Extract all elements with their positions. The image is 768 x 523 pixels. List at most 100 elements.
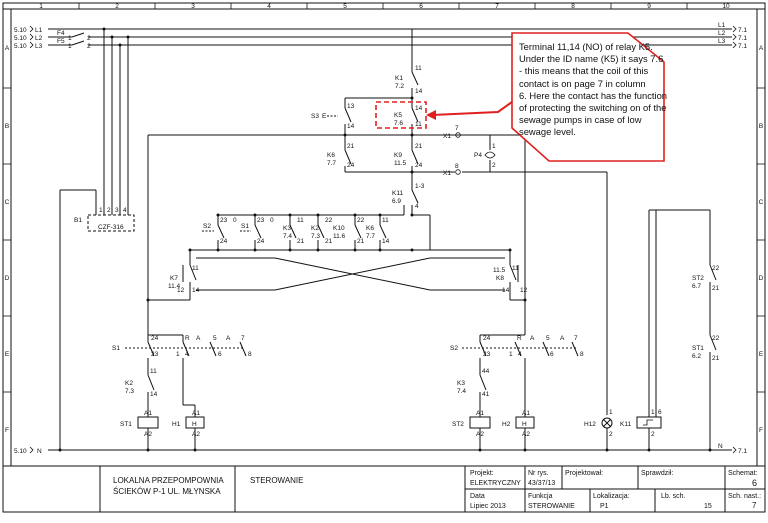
- row-label: B: [759, 123, 763, 130]
- svg-text:11: 11: [192, 265, 199, 272]
- svg-text:K9: K9: [394, 152, 402, 159]
- row-label: A: [5, 45, 10, 52]
- svg-text:H: H: [522, 421, 527, 428]
- svg-text:3: 3: [115, 207, 119, 214]
- column-label: 9: [647, 3, 651, 10]
- row-label: D: [5, 275, 10, 282]
- svg-text:4: 4: [518, 351, 522, 358]
- row-label: C: [5, 199, 10, 206]
- svg-text:1: 1: [68, 35, 72, 42]
- svg-text:A2: A2: [192, 431, 200, 438]
- column-label: 8: [571, 3, 575, 10]
- svg-text:5.10: 5.10: [14, 448, 27, 455]
- svg-text:1: 1: [492, 143, 496, 150]
- svg-text:S3: S3: [311, 113, 319, 120]
- svg-text:7.4: 7.4: [283, 233, 292, 240]
- svg-text:11: 11: [415, 65, 422, 72]
- svg-text:X1: X1: [443, 133, 451, 140]
- callout-line: contact is on page 7 in column: [519, 77, 646, 89]
- svg-text:15: 15: [704, 503, 712, 510]
- h12-lamp: H12 1 2: [584, 409, 613, 450]
- svg-text:11: 11: [150, 368, 157, 375]
- svg-text:7.1: 7.1: [738, 448, 747, 455]
- callout-line: of protecting the switching on of the: [519, 102, 667, 114]
- svg-text:7.3: 7.3: [311, 233, 320, 240]
- callout-line: sewage pumps in case of low: [519, 114, 642, 126]
- svg-text:14: 14: [415, 105, 423, 112]
- svg-text:ST1: ST1: [120, 421, 132, 428]
- svg-text:1: 1: [609, 409, 613, 416]
- svg-text:LOKALNA PRZEPOMPOWNIA: LOKALNA PRZEPOMPOWNIA: [113, 476, 224, 485]
- svg-text:11.4: 11.4: [168, 283, 181, 290]
- svg-text:0: 0: [270, 217, 274, 224]
- row-label: D: [759, 275, 764, 282]
- svg-text:A: A: [196, 335, 201, 342]
- svg-text:2: 2: [87, 43, 91, 50]
- svg-text:H: H: [192, 421, 197, 428]
- svg-text:Projektował:: Projektował:: [565, 470, 603, 477]
- svg-text:7.6: 7.6: [394, 120, 403, 127]
- column-label: 3: [191, 3, 195, 10]
- svg-text:Sch. nast.:: Sch. nast.:: [728, 493, 761, 500]
- svg-text:23: 23: [151, 351, 159, 358]
- row-label: F: [759, 427, 763, 434]
- svg-text:A: A: [530, 335, 535, 342]
- svg-text:21: 21: [325, 238, 333, 245]
- svg-text:12: 12: [520, 287, 528, 294]
- svg-text:L3: L3: [35, 43, 43, 50]
- svg-text:24: 24: [257, 238, 265, 245]
- svg-text:A: A: [560, 335, 565, 342]
- svg-text:Nr rys.: Nr rys.: [528, 470, 549, 477]
- column-label: 6: [419, 3, 423, 10]
- sheet-frame: [2, 2, 766, 513]
- title-block-text: LOKALNA PRZEPOMPOWNIA ŚCIEKÓW P-1 UL. MŁ…: [113, 470, 761, 510]
- svg-text:K7: K7: [170, 275, 178, 282]
- svg-text:22: 22: [712, 265, 720, 272]
- svg-text:K5: K5: [394, 112, 402, 119]
- svg-text:ST2: ST2: [452, 421, 464, 428]
- callout-line: sewage level.: [519, 126, 576, 138]
- svg-text:Schemat:: Schemat:: [728, 470, 758, 477]
- svg-text:2: 2: [609, 431, 613, 438]
- svg-text:L2: L2: [718, 30, 726, 37]
- svg-text:22: 22: [712, 335, 720, 342]
- svg-text:23: 23: [483, 351, 491, 358]
- svg-text:14: 14: [382, 238, 390, 245]
- svg-text:2: 2: [87, 35, 91, 42]
- svg-text:7.7: 7.7: [327, 160, 336, 167]
- svg-text:6: 6: [550, 351, 554, 358]
- svg-text:22: 22: [325, 217, 333, 224]
- callout-arrow: [426, 101, 513, 120]
- callout-line: Terminal 11,14 (NO) of relay K5.: [519, 41, 653, 52]
- column-label: 5: [343, 3, 347, 10]
- svg-text:7.1: 7.1: [738, 27, 747, 34]
- svg-text:11: 11: [297, 217, 304, 224]
- svg-text:8: 8: [248, 351, 252, 358]
- svg-text:2: 2: [107, 207, 111, 214]
- row-label: A: [759, 45, 764, 52]
- svg-text:21: 21: [357, 238, 365, 245]
- svg-text:A1: A1: [522, 410, 530, 417]
- svg-text:4: 4: [123, 207, 127, 214]
- svg-text:7.1: 7.1: [738, 43, 747, 50]
- svg-text:5: 5: [546, 335, 550, 342]
- svg-text:X1: X1: [443, 170, 451, 177]
- selector-switch-s1: [125, 334, 247, 405]
- svg-text:6: 6: [218, 351, 222, 358]
- svg-text:14: 14: [347, 123, 355, 130]
- svg-text:24: 24: [483, 335, 491, 342]
- svg-text:A2: A2: [144, 431, 152, 438]
- svg-text:CZF-316: CZF-316: [98, 224, 124, 231]
- svg-text:S2: S2: [203, 223, 211, 230]
- svg-text:21: 21: [712, 355, 720, 362]
- svg-text:0: 0: [233, 217, 237, 224]
